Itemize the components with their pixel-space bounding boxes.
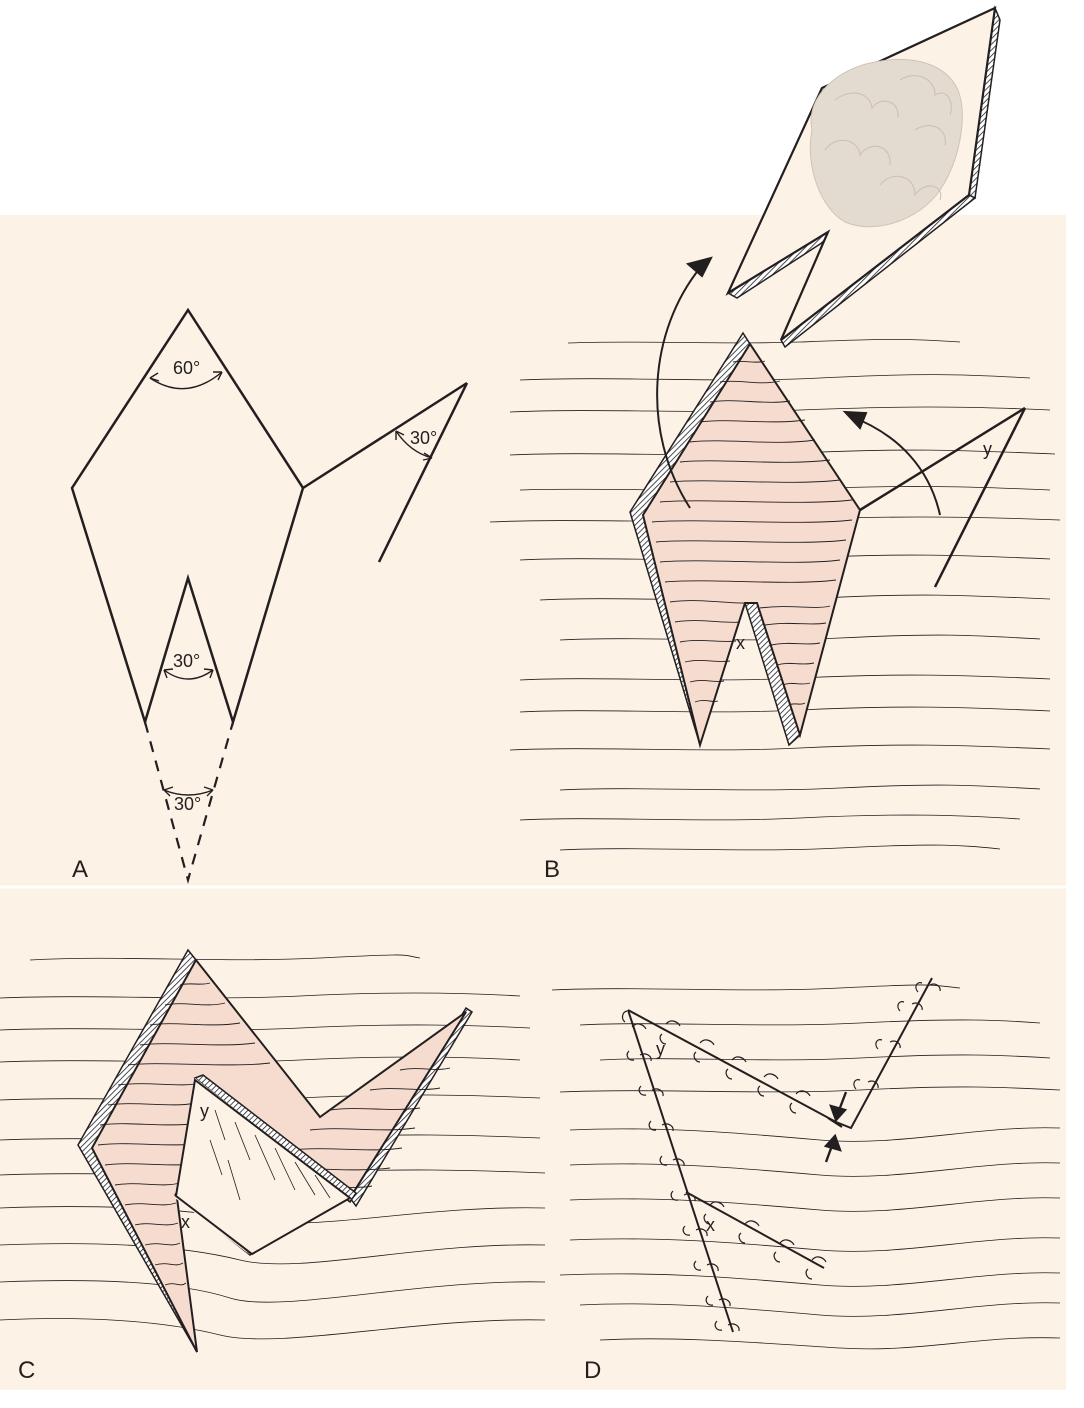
angle-arc (149, 371, 433, 797)
label-x: x (706, 1215, 715, 1235)
dashed-extension (143, 721, 235, 885)
lesion-texture (824, 75, 952, 201)
incision-line (302, 381, 468, 490)
label-x: x (736, 633, 745, 653)
incision-line (859, 406, 1026, 512)
defect-floor (641, 342, 862, 749)
angle-label-30-right: 30° (410, 428, 437, 448)
movement-arrow (656, 267, 941, 516)
arrowhead (685, 256, 713, 278)
panel-letter-b: B (544, 856, 560, 883)
junction-arrow (823, 1091, 848, 1163)
stitches (621, 982, 941, 1332)
label-y: y (200, 1101, 209, 1121)
label-y: y (983, 439, 992, 459)
label-y: y (656, 1039, 665, 1059)
panel-c (0, 948, 546, 1353)
defect-texture (651, 360, 853, 706)
incision-line (933, 407, 1027, 588)
flap-texture (209, 1109, 331, 1201)
lesion (809, 59, 963, 228)
incision-line (377, 382, 469, 563)
arrowhead (842, 410, 868, 430)
angle-label-30-notch: 30° (173, 651, 200, 671)
angle-label-60: 60° (173, 358, 200, 378)
panel-letter-a: A (72, 856, 88, 883)
panel-letter-d: D (584, 1357, 601, 1384)
angle-label-30-tip: 30° (174, 794, 201, 814)
panel-d (551, 977, 1061, 1350)
panel-letter-c: C (18, 1357, 35, 1384)
suture-line (627, 977, 933, 1333)
panel-a (70, 307, 469, 885)
panel-b (489, 5, 1061, 851)
label-x: x (181, 1212, 190, 1232)
